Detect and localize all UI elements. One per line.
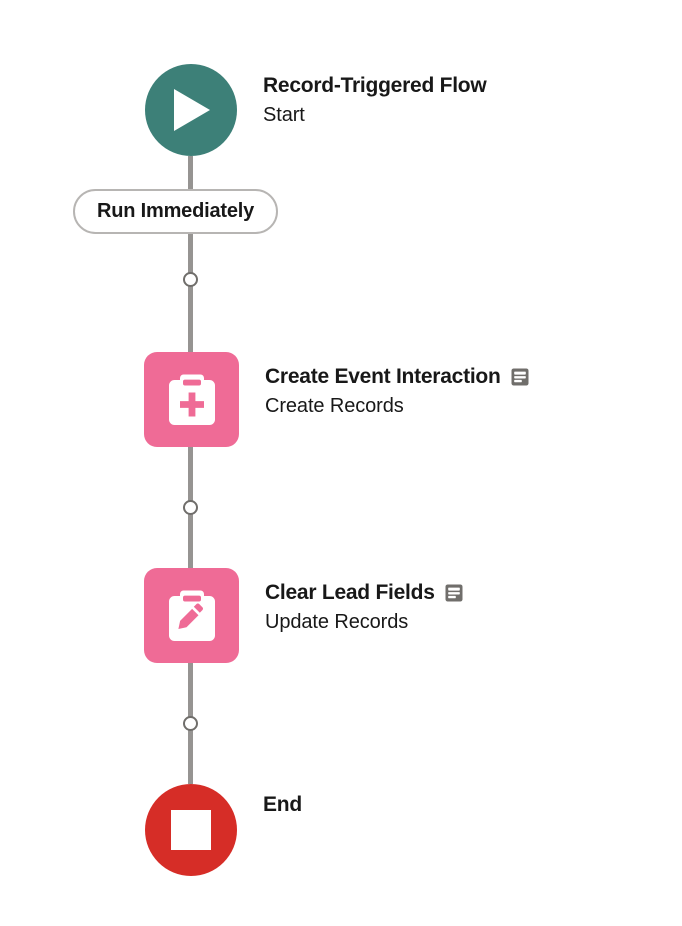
path-label-run-immediately[interactable]: Run Immediately: [73, 189, 279, 234]
add-element-button-2[interactable]: [183, 500, 198, 515]
clear-lead-fields-subtitle: Update Records: [265, 610, 409, 633]
clear-lead-fields-title: Clear Lead Fields: [265, 581, 435, 604]
clipboard-pencil-icon: [168, 590, 215, 641]
start-node-title: Record-Triggered Flow: [263, 74, 487, 97]
create-records-node-square[interactable]: [144, 352, 239, 447]
create-event-interaction-title: Create Event Interaction: [265, 365, 501, 388]
connector-line-start-to-create: [188, 156, 193, 352]
create-event-interaction-title-row: Create Event Interaction: [265, 364, 530, 390]
end-node-circle[interactable]: [145, 784, 237, 876]
start-node-labels: Record-Triggered Flow Start: [263, 64, 487, 128]
description-icon[interactable]: [510, 367, 530, 387]
end-node-title-row: End: [263, 792, 302, 818]
add-element-button-1[interactable]: [183, 272, 198, 287]
flow-node-end[interactable]: End: [145, 784, 302, 876]
flow-node-clear-lead-fields[interactable]: Clear Lead Fields Update Records: [144, 568, 464, 663]
start-node-circle[interactable]: [145, 64, 237, 156]
clear-lead-fields-title-row: Clear Lead Fields: [265, 580, 464, 606]
flow-node-start[interactable]: Record-Triggered Flow Start: [145, 64, 487, 156]
start-node-subtitle: Start: [263, 103, 305, 126]
end-node-labels: End: [263, 784, 302, 818]
update-records-node-square[interactable]: [144, 568, 239, 663]
clipboard-plus-icon: [168, 374, 215, 425]
create-event-interaction-subtitle: Create Records: [265, 394, 404, 417]
create-event-interaction-labels: Create Event Interaction Create Records: [265, 352, 530, 419]
description-icon[interactable]: [444, 583, 464, 603]
path-label-text: Run Immediately: [97, 200, 255, 222]
play-icon: [174, 89, 210, 131]
stop-square-icon: [171, 810, 211, 850]
end-node-title: End: [263, 793, 302, 816]
add-element-button-3[interactable]: [183, 716, 198, 731]
clear-lead-fields-labels: Clear Lead Fields Update Records: [265, 568, 464, 635]
flow-node-create-event-interaction[interactable]: Create Event Interaction Create Records: [144, 352, 530, 447]
start-node-title-row: Record-Triggered Flow: [263, 73, 487, 99]
